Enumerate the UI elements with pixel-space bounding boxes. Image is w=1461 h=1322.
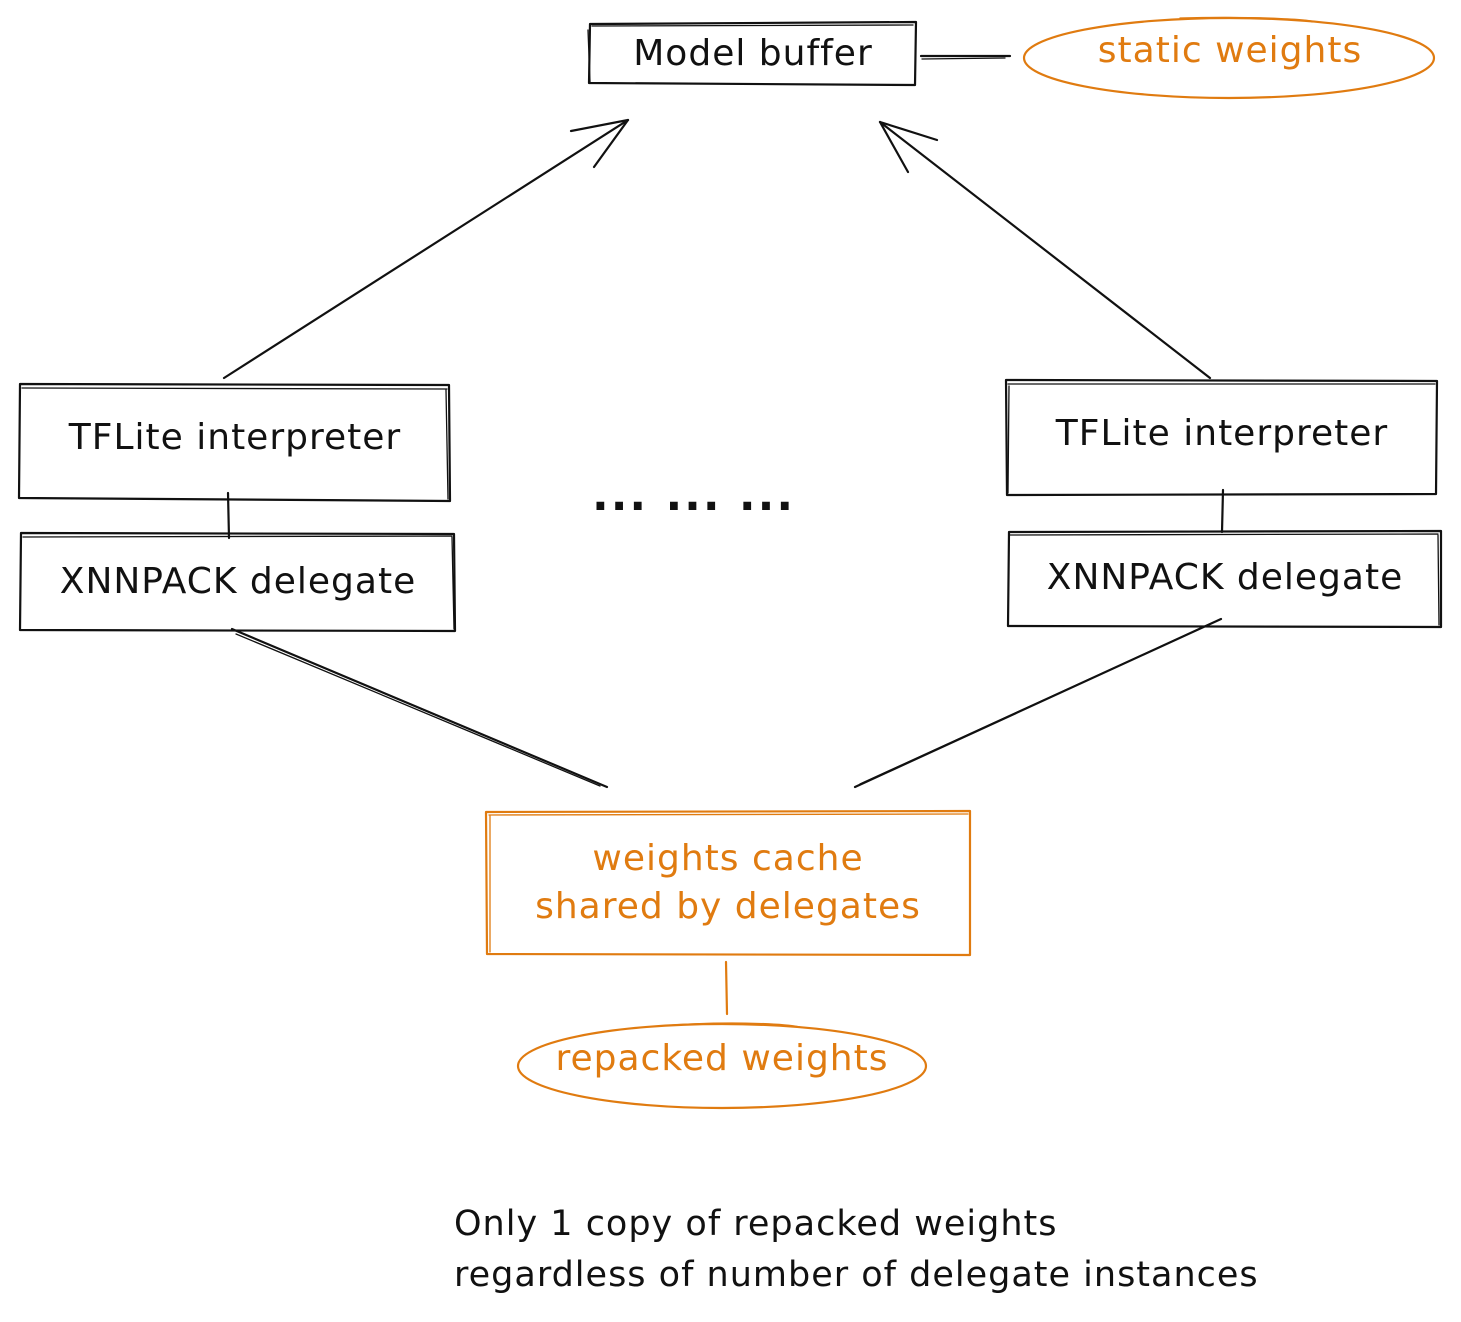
left-interpreter-label: TFLite interpreter: [68, 417, 402, 458]
right-interpreter-label: TFLite interpreter: [1055, 413, 1389, 454]
left-delegate-label: XNNPACK delegate: [59, 561, 417, 602]
left-link: [226, 491, 231, 540]
left-arrow: [222, 118, 630, 380]
left-delegate-box: [18, 531, 457, 633]
right-delegate-to-cache-line: [853, 617, 1223, 789]
right-arrow: [878, 120, 1212, 380]
static-weights-connector: [919, 54, 1012, 60]
ellipsis-label: ... ... ...: [592, 470, 796, 521]
model-buffer-label: Model buffer: [633, 33, 873, 74]
model-buffer-box: [587, 20, 918, 87]
right-delegate-box: [1006, 529, 1443, 629]
left-interpreter-box: [17, 382, 452, 503]
cache-label-line1: weights cache: [592, 838, 864, 879]
repacked-weights-label: repacked weights: [555, 1038, 889, 1079]
right-delegate-label: XNNPACK delegate: [1046, 557, 1404, 598]
static-weights-ellipse: [1022, 16, 1436, 100]
note-line1: Only 1 copy of repacked weights: [454, 1204, 1058, 1244]
right-link: [1220, 488, 1225, 534]
left-delegate-to-cache-line: [230, 627, 609, 789]
note-line2: regardless of number of delegate instanc…: [454, 1255, 1259, 1295]
right-interpreter-box: [1004, 378, 1439, 497]
weights-cache-box: [484, 809, 972, 957]
cache-label-line2: shared by delegates: [535, 886, 921, 927]
repacked-weights-ellipse: [516, 1022, 928, 1110]
static-weights-label: static weights: [1097, 30, 1363, 71]
repacked-weights-connector: [724, 960, 729, 1016]
